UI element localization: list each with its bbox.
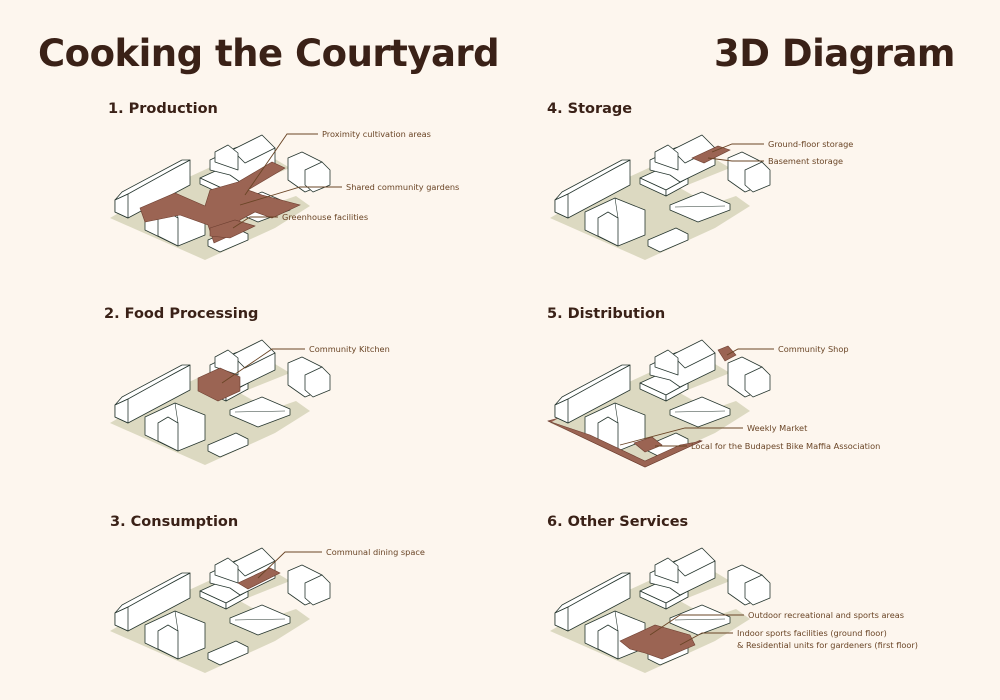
label-basement-storage: Basement storage bbox=[768, 156, 843, 166]
label-outdoor-sports: Outdoor recreational and sports areas bbox=[748, 610, 904, 620]
label-ground-floor-storage: Ground-floor storage bbox=[768, 139, 853, 149]
panel-title: 3. Consumption bbox=[110, 514, 238, 530]
highlight-dining bbox=[237, 567, 281, 590]
highlight-kitchen bbox=[197, 367, 241, 402]
highlight-storage bbox=[691, 145, 731, 164]
label-residential-units: & Residential units for gardeners (first… bbox=[737, 640, 918, 650]
panel-distribution: 5. Distribution Community Shop Weekly Ma… bbox=[547, 306, 880, 468]
highlight-market-edge bbox=[547, 420, 703, 468]
label-proximity-cultivation: Proximity cultivation areas bbox=[322, 129, 431, 139]
highlight-sports bbox=[619, 624, 696, 660]
panel-food-processing: 2. Food Processing Community Kitchen bbox=[104, 306, 390, 466]
highlight-cultivation bbox=[139, 161, 301, 244]
label-weekly-market: Weekly Market bbox=[747, 423, 808, 433]
panel-title: 1. Production bbox=[108, 101, 218, 117]
highlight-bike-association bbox=[633, 436, 663, 453]
panel-other-services: 6. Other Services Outdoor recreational a… bbox=[547, 514, 918, 674]
label-dining-space: Communal dining space bbox=[326, 547, 425, 557]
label-greenhouse: Greenhouse facilities bbox=[282, 212, 368, 222]
panel-title: 6. Other Services bbox=[547, 514, 688, 530]
panel-storage: 4. Storage Ground-floor storage Basement… bbox=[547, 101, 853, 261]
panel-consumption: 3. Consumption Communal dining space bbox=[109, 514, 425, 674]
main-title: Cooking the Courtyard bbox=[38, 32, 500, 75]
panel-production: 1. Production Proximity cultivation area… bbox=[108, 101, 459, 261]
highlight-community-shop bbox=[717, 345, 737, 362]
panel-title: 2. Food Processing bbox=[104, 306, 258, 322]
label-shared-gardens: Shared community gardens bbox=[346, 182, 459, 192]
panel-title: 5. Distribution bbox=[547, 306, 665, 322]
label-indoor-sports: Indoor sports facilities (ground floor) bbox=[737, 628, 887, 638]
diagram-subtitle: 3D Diagram bbox=[714, 32, 955, 75]
label-community-shop: Community Shop bbox=[778, 344, 849, 354]
highlight-greenhouse bbox=[209, 219, 256, 239]
label-bike-maffia: Local for the Budapest Bike Maffia Assoc… bbox=[691, 441, 880, 451]
panel-title: 4. Storage bbox=[547, 101, 632, 117]
label-community-kitchen: Community Kitchen bbox=[309, 344, 390, 354]
